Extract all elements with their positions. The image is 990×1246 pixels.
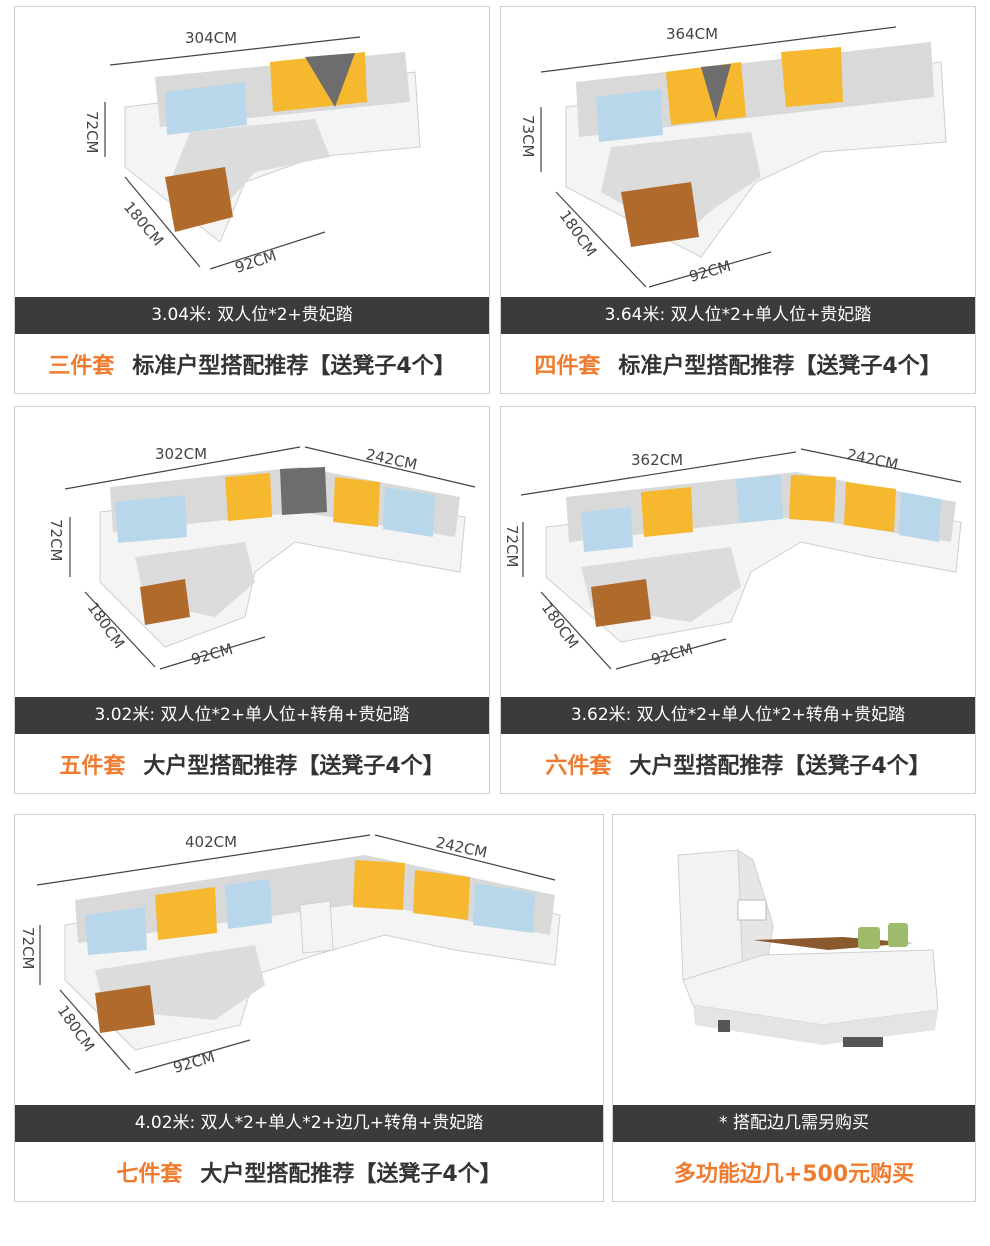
dim-height: 73CM [519,115,537,158]
set-title: 四件套标准户型搭配推荐【送凳子4个】 [501,341,975,393]
dim-height: 72CM [19,927,37,970]
dim-height: 72CM [83,111,101,154]
set-title: 七件套大户型搭配推荐【送凳子4个】 [15,1149,603,1201]
dim-height: 72CM [47,519,65,562]
product-card-3-piece[interactable]: 304CM 72CM 180CM 92CM 3.04米: 双人位*2+贵妃踏 三… [14,6,490,394]
dim-width: 92CM [189,640,235,669]
promo-text: 多功能边几+500元购买 [673,1162,915,1187]
product-card-7-piece[interactable]: 402CM 242CM 72CM 180CM 92CM 4.02米: 双人*2+… [14,814,604,1202]
set-title: 五件套大户型搭配推荐【送凳子4个】 [15,741,489,793]
sofa-image: 362CM 242CM 72CM 180CM 92CM [501,407,975,697]
dim-side: 242CM [364,445,419,473]
dim-length: 302CM [155,445,207,463]
product-card-5-piece[interactable]: 302CM 242CM 72CM 180CM 92CM 3.02米: 双人位*2… [14,406,490,794]
set-recommend: 标准户型搭配推荐【送凳子4个】 [132,354,456,379]
set-name: 四件套 [534,354,601,379]
dim-length: 364CM [666,25,718,43]
promo-title: 多功能边几+500元购买 [613,1149,975,1201]
config-bar: 3.62米: 双人位*2+单人位*2+转角+贵妃踏 [501,697,975,734]
set-name: 六件套 [545,754,612,779]
notice-bar: * 搭配边几需另购买 [613,1105,975,1142]
set-recommend: 大户型搭配推荐【送凳子4个】 [143,754,445,779]
sofa-image: 304CM 72CM 180CM 92CM [15,7,489,297]
dim-depth: 180CM [54,1002,99,1055]
sofa-image: 364CM 73CM 180CM 92CM [501,7,975,297]
set-recommend: 大户型搭配推荐【送凳子4个】 [200,1162,502,1187]
set-name: 三件套 [48,354,115,379]
dim-width: 92CM [687,257,733,286]
dim-height: 72CM [503,525,521,568]
config-bar: 3.02米: 双人位*2+单人位+转角+贵妃踏 [15,697,489,734]
dim-side: 242CM [845,445,900,473]
set-recommend: 大户型搭配推荐【送凳子4个】 [629,754,931,779]
set-name: 五件套 [59,754,126,779]
dim-length: 362CM [631,451,683,469]
config-bar: 3.04米: 双人位*2+贵妃踏 [15,297,489,334]
dim-width: 92CM [233,247,279,277]
dim-length: 402CM [185,833,237,851]
dim-width: 92CM [171,1048,217,1077]
set-recommend: 标准户型搭配推荐【送凳子4个】 [618,354,942,379]
config-bar: 3.64米: 双人位*2+单人位+贵妃踏 [501,297,975,334]
product-card-4-piece[interactable]: 364CM 73CM 180CM 92CM 3.64米: 双人位*2+单人位+贵… [500,6,976,394]
product-card-side-table[interactable]: * 搭配边几需另购买 多功能边几+500元购买 [612,814,976,1202]
dim-depth: 180CM [538,599,583,652]
product-card-6-piece[interactable]: 362CM 242CM 72CM 180CM 92CM 3.62米: 双人位*2… [500,406,976,794]
dim-depth: 180CM [120,198,167,249]
dim-length: 304CM [185,29,237,47]
dim-depth: 180CM [84,599,129,652]
sofa-image: 402CM 242CM 72CM 180CM 92CM [15,815,603,1105]
set-title: 三件套标准户型搭配推荐【送凳子4个】 [15,341,489,393]
set-name: 七件套 [116,1162,183,1187]
side-table-image [613,815,975,1105]
dim-side: 242CM [434,833,489,861]
dim-width: 92CM [649,640,695,669]
set-title: 六件套大户型搭配推荐【送凳子4个】 [501,741,975,793]
sofa-image: 302CM 242CM 72CM 180CM 92CM [15,407,489,697]
config-bar: 4.02米: 双人*2+单人*2+边几+转角+贵妃踏 [15,1105,603,1142]
